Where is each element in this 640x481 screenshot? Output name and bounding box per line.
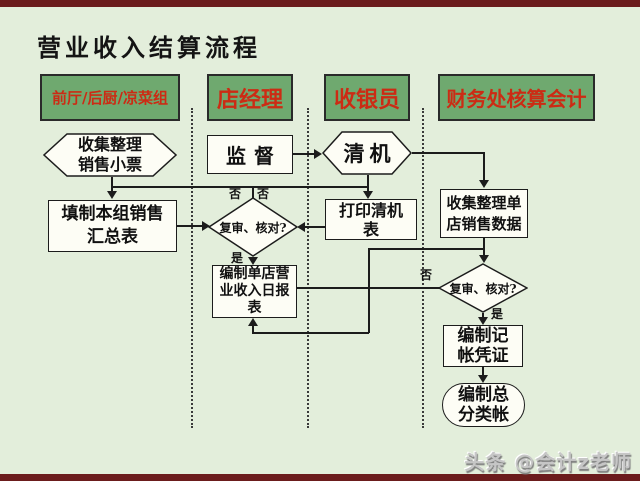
connector-clear-to-print <box>367 175 369 193</box>
arrowhead-into-ledger <box>478 375 488 383</box>
diamond-shape <box>438 263 528 313</box>
branch-label-no-finance: 否 <box>420 268 433 282</box>
arrowhead-into-clear <box>314 149 322 159</box>
node-label: 编制记 帐凭证 <box>457 326 509 366</box>
node-label: 填制本组销售 汇总表 <box>61 204 164 247</box>
connector-summary-to-review <box>177 225 204 227</box>
hexagon-shape <box>322 131 412 175</box>
lane-header-label: 收银员 <box>333 86 400 113</box>
node-collect-tickets: 收集整理 销售小票 <box>43 133 177 177</box>
lane-header-cashier: 收银员 <box>324 74 410 121</box>
branch-label-yes-manager: 是 <box>231 251 244 265</box>
lane-header-store-manager: 店经理 <box>207 74 293 121</box>
node-general-ledger: 编制总 分类帐 <box>442 383 525 427</box>
arrowhead-into-finance-review <box>479 255 489 263</box>
arrowhead-into-review-left <box>202 221 210 231</box>
node-supervise: 监督 <box>207 135 293 174</box>
arrowhead-into-collect-sales <box>479 180 489 188</box>
lane-separator-2 <box>307 108 309 428</box>
connector-no-branch-horizontal <box>111 186 369 188</box>
watermark-text: 头条 @会计z老师 <box>464 450 632 474</box>
lane-header-label: 财务处核算会计 <box>446 87 587 111</box>
node-label: 打印清机 表 <box>338 200 403 239</box>
arrowhead-into-summary <box>107 191 117 199</box>
node-label: 收集整理 销售小票 <box>77 135 142 174</box>
node-collect-store-sales: 收集整理单 店销售数据 <box>440 189 528 238</box>
branch-label-no-left: 否 <box>229 187 242 201</box>
connector-clear-to-finance-h <box>412 152 485 154</box>
connector-mid-horizontal <box>368 248 485 250</box>
lane-header-label: 店经理 <box>216 86 283 113</box>
connector-finance-review-to-voucher <box>482 313 484 319</box>
branch-label-no-right: 否 <box>257 187 270 201</box>
node-label: 编制单店营 业收入日报 表 <box>219 266 290 316</box>
lane-header-finance-accountant: 财务处核算会计 <box>438 74 595 121</box>
node-make-voucher: 编制记 帐凭证 <box>443 325 523 367</box>
hexagon-shape <box>43 133 177 177</box>
node-label: 收集整理单 店销售数据 <box>446 193 522 233</box>
connector-supervise-to-clear <box>293 153 316 155</box>
lane-header-front-kitchen: 前厅/后厨/凉菜组 <box>40 74 180 121</box>
node-print-clear-report: 打印清机 表 <box>325 199 417 240</box>
arrowhead-into-print <box>363 191 373 199</box>
node-label: 编制总 分类帐 <box>458 385 509 425</box>
node-label: 监督 <box>226 144 282 168</box>
connector-no-branch-to-diamond <box>252 186 254 198</box>
arrowhead-into-daily-report-bottom <box>248 318 258 326</box>
connector-voucher-to-ledger <box>482 367 484 377</box>
node-store-daily-report: 编制单店营 业收入日报 表 <box>212 265 297 318</box>
node-fill-group-summary: 填制本组销售 汇总表 <box>48 200 177 252</box>
top-edge-bar <box>0 0 640 7</box>
connector-print-to-review <box>304 226 325 228</box>
connector-feedback-up <box>252 326 254 334</box>
connector-feedback-horizontal <box>252 332 369 334</box>
node-label: 复审、核对? <box>219 220 287 235</box>
node-label: 复审、核对? <box>449 281 517 296</box>
lane-separator-3 <box>422 108 424 428</box>
connector-clear-to-finance-v <box>483 152 485 182</box>
node-clear-machine: 清机 <box>322 131 412 175</box>
arrowhead-into-voucher <box>478 317 488 325</box>
connector-feedback-vertical <box>368 248 370 333</box>
lane-separator-1 <box>191 108 193 428</box>
branch-label-yes-finance: 是 <box>491 307 504 321</box>
diamond-shape <box>208 197 298 257</box>
connector-collect-to-finance-review <box>483 238 485 257</box>
arrowhead-into-daily-report <box>248 257 258 265</box>
node-label: 清机 <box>343 141 396 166</box>
node-review-check-finance: 复审、核对? <box>438 263 528 313</box>
lane-header-label: 前厅/后厨/凉菜组 <box>52 89 168 107</box>
page-title: 营业收入结算流程 <box>37 33 261 62</box>
arrowhead-into-review-right <box>297 222 305 232</box>
node-review-check-manager: 复审、核对? <box>208 197 298 257</box>
bottom-edge-bar <box>0 474 640 481</box>
